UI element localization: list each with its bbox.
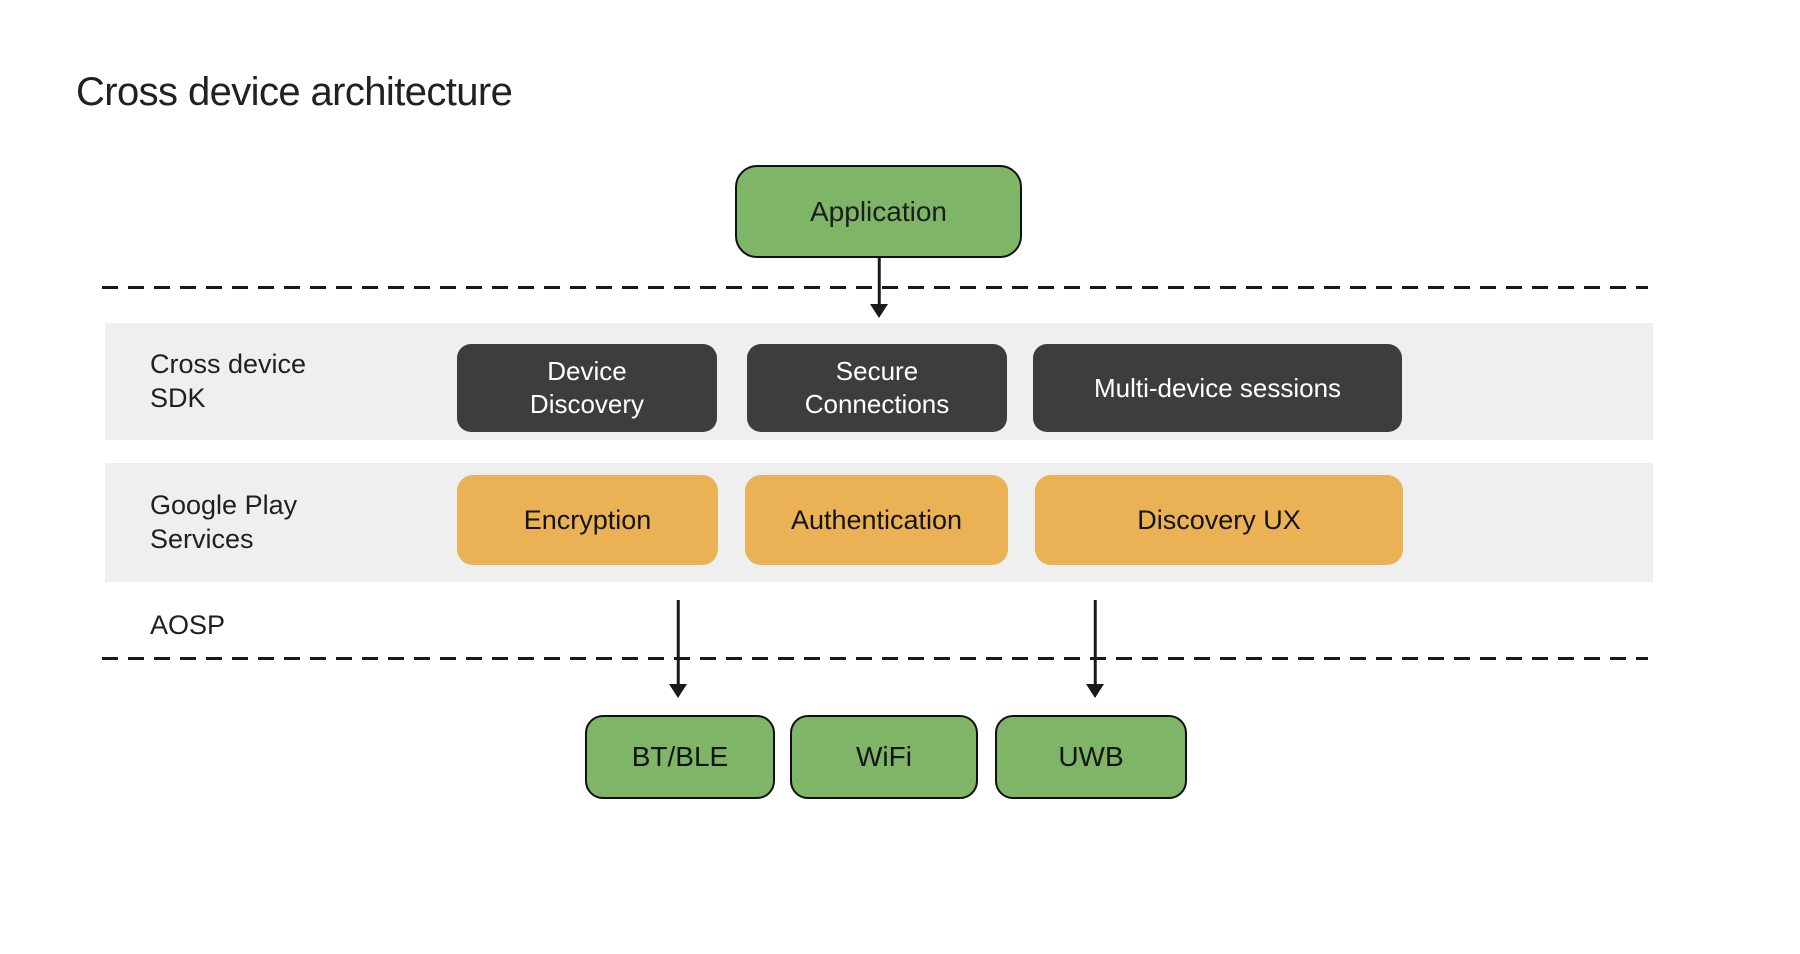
module-label-line1: Device — [547, 356, 627, 386]
module-authentication: Authentication — [745, 475, 1008, 565]
module-label-line1: Secure — [835, 356, 919, 386]
module-encryption: Encryption — [457, 475, 718, 565]
aosp-label: AOSP — [150, 610, 226, 640]
module-label: Discovery UX — [1137, 504, 1301, 535]
module-label-line2: Connections — [804, 389, 950, 419]
sdk-band-label-line1: Cross device — [150, 349, 307, 379]
module-label: Multi-device sessions — [1093, 372, 1342, 403]
radio-label: UWB — [1058, 741, 1124, 772]
app-to-sdk-arrow — [870, 258, 888, 318]
arrow-down-icon — [1086, 684, 1104, 698]
module-device-discovery: Device Discovery — [457, 344, 717, 432]
gps-band-label: Google Play Services — [150, 488, 297, 556]
module-multi-device-sessions: Multi-device sessions — [1033, 344, 1402, 432]
arrow-shaft — [877, 258, 881, 306]
application-box: Application — [735, 165, 1022, 258]
radio-box-btble: BT/BLE — [585, 715, 775, 799]
gps-band-label-line2: Services — [150, 524, 254, 554]
arrow-shaft — [1093, 600, 1097, 686]
module-label-line2: Discovery — [529, 389, 645, 419]
gps-to-btble-arrow — [669, 600, 687, 698]
arrow-down-icon — [870, 304, 888, 318]
radio-box-wifi: WiFi — [790, 715, 978, 799]
aosp-radio-boundary-dashed-line — [102, 657, 1648, 660]
gps-to-uwb-arrow — [1086, 600, 1104, 698]
radio-label: WiFi — [856, 741, 912, 772]
module-secure-connections: Secure Connections — [747, 344, 1007, 432]
radio-box-uwb: UWB — [995, 715, 1187, 799]
page-title: Cross device architecture — [76, 70, 513, 114]
gps-band-label-line1: Google Play — [150, 490, 298, 520]
radio-label: BT/BLE — [631, 741, 729, 772]
application-label: Application — [810, 195, 947, 227]
module-discovery-ux: Discovery UX — [1035, 475, 1403, 565]
sdk-band-label: Cross device SDK — [150, 347, 306, 415]
arrow-down-icon — [669, 684, 687, 698]
app-sdk-boundary-dashed-line — [102, 286, 1648, 289]
module-label: Encryption — [523, 504, 652, 535]
sdk-band-label-line2: SDK — [150, 383, 206, 413]
module-label: Authentication — [790, 504, 963, 535]
arrow-shaft — [676, 600, 680, 686]
